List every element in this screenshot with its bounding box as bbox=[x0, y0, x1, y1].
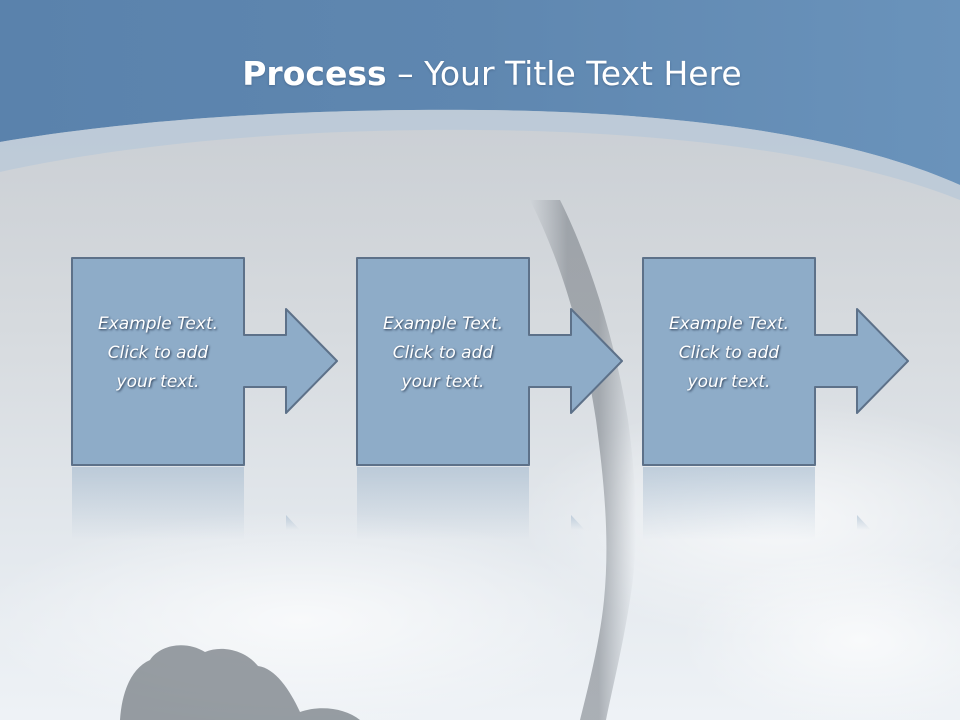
step-3-line-2: Click to add bbox=[678, 343, 780, 363]
process-step-1-shape[interactable] bbox=[71, 257, 338, 540]
step-2-line-3: your text. bbox=[401, 372, 485, 392]
slide-title[interactable]: Process – Your Title Text Here bbox=[0, 52, 960, 96]
step-1-line-1: Example Text. bbox=[97, 314, 219, 334]
step-2-line-2: Click to add bbox=[392, 343, 494, 363]
process-step-3-shape[interactable] bbox=[642, 257, 909, 540]
process-step-2-shape[interactable] bbox=[356, 257, 623, 540]
process-step-2-text[interactable]: Example Text. Click to add your text. bbox=[357, 310, 529, 397]
process-step-1-text[interactable]: Example Text. Click to add your text. bbox=[72, 310, 244, 397]
title-bold: Process bbox=[242, 54, 387, 93]
step-1-line-3: your text. bbox=[116, 372, 200, 392]
step-3-line-1: Example Text. bbox=[668, 314, 790, 334]
step-1-line-2: Click to add bbox=[107, 343, 209, 363]
step-2-line-1: Example Text. bbox=[382, 314, 504, 334]
title-rest: – Your Title Text Here bbox=[386, 54, 742, 93]
process-step-3-text[interactable]: Example Text. Click to add your text. bbox=[643, 310, 815, 397]
step-3-line-3: your text. bbox=[687, 372, 771, 392]
